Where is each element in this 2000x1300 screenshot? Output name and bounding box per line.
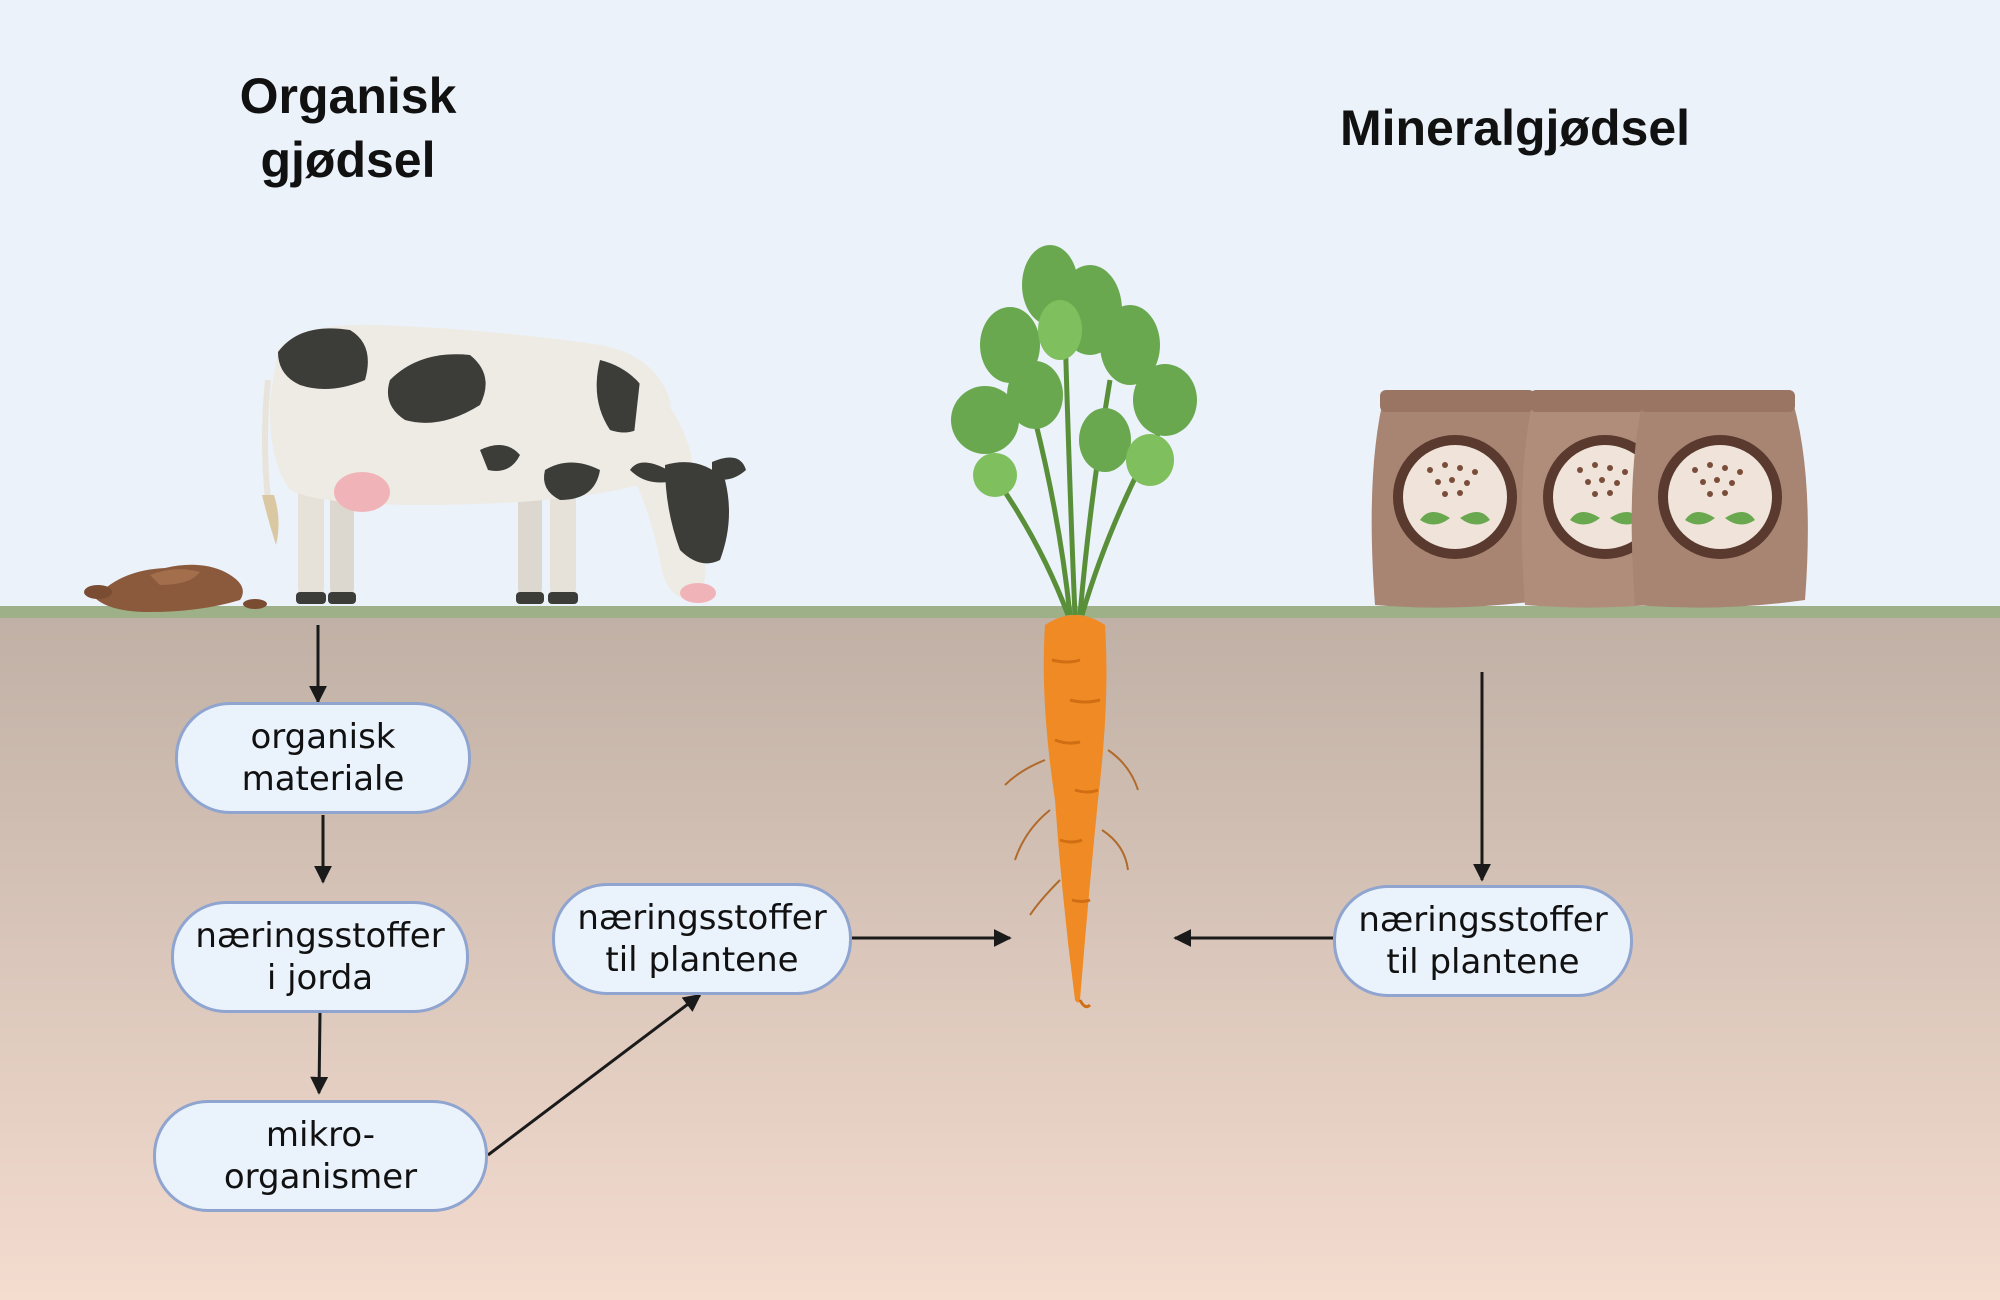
fertilizer-bags-icon bbox=[1371, 390, 1808, 608]
node-label-line: mikro- bbox=[265, 1115, 376, 1155]
node-nutrients-to-plants-right: næringsstoffer til plantene bbox=[1333, 885, 1633, 997]
grass-line bbox=[0, 606, 2000, 618]
arrow-nutrients-to-microorganisms bbox=[310, 1012, 329, 1095]
cow-icon bbox=[262, 324, 746, 604]
fertilizer-bag bbox=[1371, 390, 1548, 608]
node-label-line: organisk bbox=[250, 717, 396, 757]
node-label-line: i jorda bbox=[266, 958, 374, 998]
node-label-line: næringsstoffer bbox=[1358, 900, 1608, 940]
node-label-line: materiale bbox=[241, 759, 405, 799]
node-nutrients-to-plants-left: næringsstoffer til plantene bbox=[552, 883, 852, 995]
node-organic-material: organisk materiale bbox=[175, 702, 471, 814]
node-label-line: organismer bbox=[223, 1157, 418, 1197]
heading-organic-line-2: gjødsel bbox=[260, 132, 436, 188]
heading-mineral-fertilizer: Mineralgjødsel bbox=[1339, 100, 1691, 156]
fertilizer-bag bbox=[1631, 390, 1808, 608]
node-microorganisms: mikro- organismer bbox=[153, 1100, 488, 1212]
node-nutrients-in-soil: næringsstoffer i jorda bbox=[171, 901, 469, 1013]
arrow-microorganisms-to-plant-nutrients bbox=[487, 993, 702, 1157]
heading-organic-fertilizer: Organisk gjødsel bbox=[188, 64, 508, 192]
heading-organic-line-1: Organisk bbox=[239, 68, 457, 124]
manure-icon bbox=[84, 564, 267, 612]
node-label-line: til plantene bbox=[605, 940, 799, 980]
carrot-icon bbox=[951, 245, 1197, 1009]
node-label-line: til plantene bbox=[1386, 942, 1580, 982]
node-label-line: næringsstoffer bbox=[195, 916, 445, 956]
node-label-line: næringsstoffer bbox=[577, 898, 827, 938]
